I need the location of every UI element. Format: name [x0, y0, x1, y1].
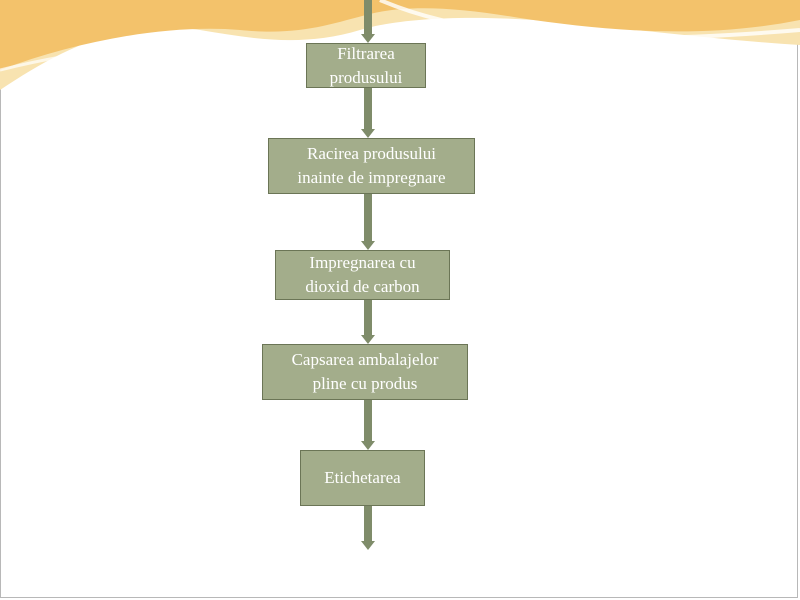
step-etichetarea: Etichetarea: [300, 450, 425, 506]
connector-arrow: [361, 88, 375, 138]
connector-arrow: [361, 506, 375, 550]
header-wave-decoration: [0, 0, 800, 90]
step-capsarea-ambalajelor: Capsarea ambalajelor pline cu produs: [262, 344, 468, 400]
connector-arrow: [361, 194, 375, 250]
step-impregnarea-co2: Impregnarea cu dioxid de carbon: [275, 250, 450, 300]
connector-arrow: [361, 300, 375, 344]
step-racirea-produsului: Racirea produsului inainte de impregnare: [268, 138, 475, 194]
connector-arrow: [361, 0, 375, 43]
connector-arrow: [361, 400, 375, 450]
step-filtrarea-produsului: Filtrarea produsului: [306, 43, 426, 88]
